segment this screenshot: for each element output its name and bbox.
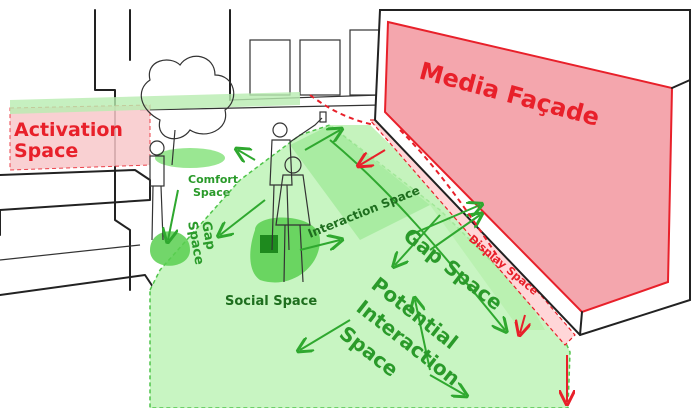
social-dark-patch <box>260 235 278 253</box>
activation-label-line2: Space <box>14 140 78 162</box>
display-space-zone <box>368 119 576 346</box>
social-space-label: Social Space <box>225 294 317 309</box>
tree <box>140 55 235 166</box>
media-facade-screen <box>383 20 674 314</box>
person-taking-photo <box>269 111 327 251</box>
comfort-label-line2: Space <box>193 186 230 199</box>
gap-left-zone <box>150 231 190 266</box>
gap-left-label-line1: Gap <box>198 220 218 251</box>
comfort-label-line1: Comfort <box>188 173 238 186</box>
activation-space-zone <box>9 92 300 171</box>
comfort-space-zone <box>155 148 225 168</box>
left-ledge <box>0 169 156 296</box>
red-arrows <box>309 94 567 402</box>
green-arrows <box>168 130 505 395</box>
media-facade-building <box>373 9 691 337</box>
activation-label-line1: Activation <box>14 119 123 141</box>
person-dress <box>275 156 311 283</box>
interaction-space-zone <box>290 125 430 240</box>
person-left <box>149 140 165 241</box>
gap-space-zone <box>330 125 545 330</box>
